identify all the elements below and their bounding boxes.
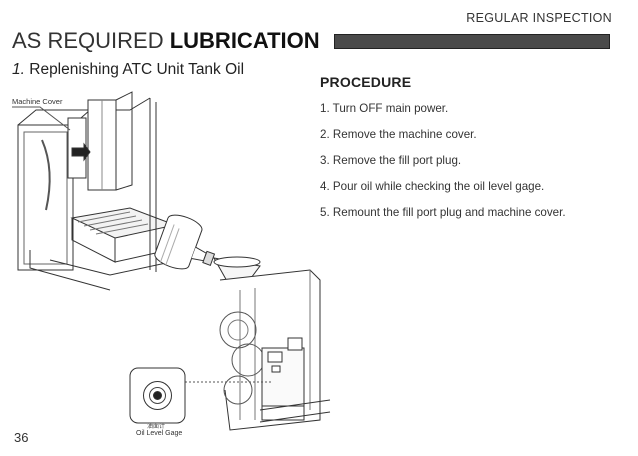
procedure-step: 1. Turn OFF main power. — [320, 102, 449, 115]
procedure-step: 3. Remove the fill port plug. — [320, 154, 462, 167]
page-number: 36 — [14, 430, 29, 445]
procedure-heading: PROCEDURE — [320, 74, 412, 90]
title-bar — [334, 34, 610, 49]
machine-cover-label: Machine Cover — [12, 97, 63, 106]
oil-level-gage-label: Oil Level Gage — [136, 430, 183, 437]
machine-cabinet — [17, 91, 181, 291]
subtitle-number: 1. — [12, 61, 25, 78]
machine-illustration — [12, 91, 331, 431]
oil-level-gage-cn-label: 油面计 — [147, 424, 166, 430]
subtitle: 1. Replenishing ATC Unit Tank Oil — [12, 61, 244, 79]
title-row: AS REQUIRED LUBRICATION — [12, 28, 610, 54]
removal-arrow — [71, 142, 91, 162]
page-title: AS REQUIRED LUBRICATION — [12, 28, 320, 54]
subtitle-text: Replenishing ATC Unit Tank Oil — [29, 61, 245, 78]
atc-unit — [219, 269, 331, 431]
procedure-step: 2. Remove the machine cover. — [320, 128, 477, 141]
title-bold: LUBRICATION — [169, 28, 320, 53]
oil-can — [154, 214, 216, 270]
procedure-steps: 1. Turn OFF main power. 2. Remove the ma… — [320, 102, 566, 232]
procedure-step: 4. Pour oil while checking the oil level… — [320, 180, 545, 193]
procedure-step: 5. Remount the fill port plug and machin… — [320, 206, 566, 219]
section-header: REGULAR INSPECTION — [466, 11, 612, 25]
title-light: AS REQUIRED — [12, 28, 164, 53]
oil-level-gage-inset — [129, 367, 186, 424]
